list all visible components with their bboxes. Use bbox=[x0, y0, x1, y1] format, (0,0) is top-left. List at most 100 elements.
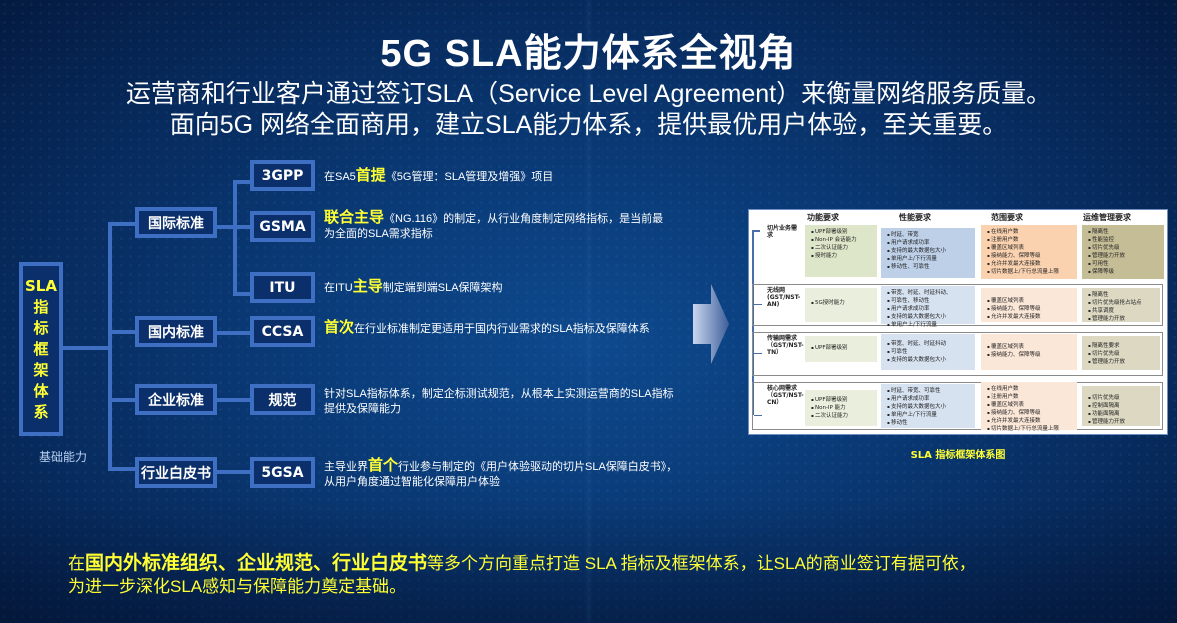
cell-item: 在线用户数 bbox=[987, 385, 1075, 393]
cell-item: 5G授时能力 bbox=[811, 299, 875, 307]
base-capability-label: 基础能力 bbox=[39, 450, 88, 464]
sla-framework-root-box: SLA 指 标 框 架 体 系 bbox=[19, 262, 63, 436]
cell-item: 支持的最大数据包大小 bbox=[887, 356, 973, 364]
cell-item: 允许并发最大连接数 bbox=[987, 260, 1075, 268]
sla-framework-diagram: 功能要求 性能要求 范围要求 运维管理要求 切片业务需求 UPF部署级别Non-… bbox=[748, 209, 1168, 435]
cell-perf: 时延、带宽用户请求成功率支持的最大数据包大小单用户上/下行流量移动性、可靠性 bbox=[881, 228, 975, 278]
org-ccsa: CCSA bbox=[250, 316, 315, 347]
cell-item: 隔离性 bbox=[1088, 228, 1162, 236]
row-label: 切片业务需求 bbox=[767, 225, 798, 239]
desc-text: 在ITU bbox=[324, 282, 353, 294]
desc-text: 《NG.116》的制定，从行业角度制定网络指标，是当前最为全面的SLA需求指标 bbox=[324, 213, 664, 240]
cell-item: 管理能力开放 bbox=[1088, 252, 1162, 260]
cell-func: 5G授时能力 bbox=[805, 288, 877, 322]
cell-item: 允许并发最大连接数 bbox=[987, 313, 1075, 321]
desc-ccsa: 首次在行业标准制定更适用于国内行业需求的SLA指标及保障体系 bbox=[324, 320, 689, 337]
cell-item: 隔离性要求 bbox=[1088, 342, 1158, 350]
cell-item: 管理能力开放 bbox=[1088, 315, 1158, 323]
cell-item: 用户请求成功率 bbox=[887, 305, 973, 313]
cell-item: 可靠性 bbox=[887, 348, 973, 356]
root-char: 框 bbox=[33, 339, 49, 358]
row-box bbox=[752, 332, 1163, 376]
cell-item: 接纳能力、保障等级 bbox=[987, 252, 1075, 260]
cell-item: 移动性、可靠性 bbox=[887, 263, 973, 271]
desc-highlight: 主导 bbox=[352, 278, 383, 295]
cell-item: 切片数据上/下行总流量上限 bbox=[987, 425, 1075, 433]
category-domestic-standards: 国内标准 bbox=[135, 316, 217, 347]
desc-gsma: 联合主导《NG.116》的制定，从行业角度制定网络指标，是当前最为全面的SLA需… bbox=[324, 210, 674, 242]
cell-item: 允许并发最大连接数 bbox=[987, 417, 1075, 425]
connector bbox=[108, 222, 135, 226]
cell-item: 接纳能力、保障等级 bbox=[987, 351, 1075, 359]
desc-itu: 在ITU主导制定端到端SLA保障架构 bbox=[324, 279, 684, 296]
cell-item: 支持的最大数据包大小 bbox=[887, 247, 973, 255]
root-char: 体 bbox=[33, 381, 49, 400]
row-label: 无线网 (GST/NST-AN) bbox=[767, 287, 801, 308]
root-char: SLA bbox=[25, 276, 57, 295]
cell-item: 用户请求成功率 bbox=[887, 239, 973, 247]
cell-item: 二次认证能力 bbox=[811, 244, 875, 252]
column-header: 性能要求 bbox=[899, 213, 931, 222]
desc-highlight: 首提 bbox=[355, 167, 386, 184]
connector bbox=[233, 180, 250, 184]
summary-text: 在 bbox=[68, 554, 85, 573]
cell-item: 二次认证能力 bbox=[811, 412, 875, 420]
cell-item: 切片优先级 bbox=[1088, 244, 1162, 252]
cell-item: 时延、带宽、可靠性 bbox=[887, 387, 973, 395]
cell-perf: 带宽、时延、时延抖动、可靠性、移动性用户请求成功率支持的最大数据包大小单用户上/… bbox=[881, 286, 975, 328]
desc-text: 《5G管理：SLA管理及增强》项目 bbox=[385, 171, 554, 183]
connector bbox=[108, 398, 135, 402]
framework-caption: SLA 指标框架体系图 bbox=[910, 450, 1006, 461]
desc-text: 制定端到端SLA保障架构 bbox=[382, 282, 503, 294]
cell-item: 切片优先级 bbox=[1088, 350, 1158, 358]
root-char: 指 bbox=[33, 297, 49, 316]
cell-item: UPF部署级别 bbox=[811, 396, 875, 404]
desc-5gsa: 主导业界首个行业参与制定的《用户体验驱动的切片SLA保障白皮书》，从用户角度通过… bbox=[324, 458, 679, 490]
desc-highlight: 首次 bbox=[324, 319, 355, 336]
cell-item: 支持的最大数据包大小 bbox=[887, 403, 973, 411]
cell-item: 授时能力 bbox=[811, 252, 875, 260]
cell-item: 可靠性、移动性 bbox=[887, 297, 973, 305]
cell-func: UPF部署级别Non-IP 能力二次认证能力 bbox=[805, 390, 877, 426]
desc-text: 在SA5 bbox=[324, 171, 356, 183]
cell-scope: 覆盖区域列表接纳能力、保障等级允许并发最大连接数 bbox=[981, 288, 1077, 322]
summary-bold: 国内外标准组织、企业规范、行业白皮书 bbox=[85, 553, 428, 574]
connector bbox=[108, 222, 112, 470]
cell-item: 可用性 bbox=[1088, 260, 1162, 268]
connector bbox=[217, 225, 234, 229]
cell-item: 接纳能力、保障等级 bbox=[987, 305, 1075, 313]
desc-text: 针对SLA指标体系，制定企标测试规范，从根本上实测运营商的SLA指标提供及保障能… bbox=[324, 388, 674, 415]
column-header: 范围要求 bbox=[991, 213, 1023, 222]
cell-item: 时延、带宽 bbox=[887, 231, 973, 239]
cell-item: 带宽、时延、时延抖动、 bbox=[887, 289, 973, 297]
desc-3gpp: 在SA5首提《5G管理：SLA管理及增强》项目 bbox=[324, 168, 684, 185]
category-international-standards: 国际标准 bbox=[135, 207, 217, 238]
connector bbox=[108, 330, 135, 334]
column-header: 运维管理要求 bbox=[1083, 213, 1131, 222]
cell-item: UPF部署级别 bbox=[811, 344, 875, 352]
bottom-summary: 在国内外标准组织、企业规范、行业白皮书等多个方向重点打造 SLA 指标及框架体系… bbox=[68, 552, 1148, 598]
cell-item: 移动性 bbox=[887, 419, 973, 427]
cell-item: 管理能力开放 bbox=[1088, 358, 1158, 366]
column-header: 功能要求 bbox=[807, 213, 839, 222]
cell-item: 接纳能力、保障等级 bbox=[987, 409, 1075, 417]
desc-text: 主导业界 bbox=[324, 461, 368, 473]
cell-item: 单用户上/下行流量 bbox=[887, 321, 973, 329]
arrow-icon bbox=[754, 415, 762, 416]
connector bbox=[108, 467, 135, 471]
cell-item: 性能监控 bbox=[1088, 236, 1162, 244]
desc-text: 在行业标准制定更适用于国内行业需求的SLA指标及保障体系 bbox=[354, 323, 650, 335]
org-spec: 规范 bbox=[250, 384, 315, 415]
connector bbox=[233, 292, 250, 296]
right-arrow-icon bbox=[693, 284, 729, 364]
cell-item: 单用户上/下行流量 bbox=[887, 255, 973, 263]
cell-ops: 隔离性要求切片优先级管理能力开放 bbox=[1082, 336, 1160, 370]
org-5gsa: 5GSA bbox=[250, 457, 315, 488]
cell-item: Non-IP 能力 bbox=[811, 404, 875, 412]
org-3gpp: 3GPP bbox=[250, 160, 315, 191]
cell-item: 在线用户数 bbox=[987, 228, 1075, 236]
connector bbox=[63, 346, 108, 350]
cell-item: 单用户上/下行流量 bbox=[887, 411, 973, 419]
connector bbox=[217, 398, 250, 402]
org-itu: ITU bbox=[250, 272, 315, 303]
